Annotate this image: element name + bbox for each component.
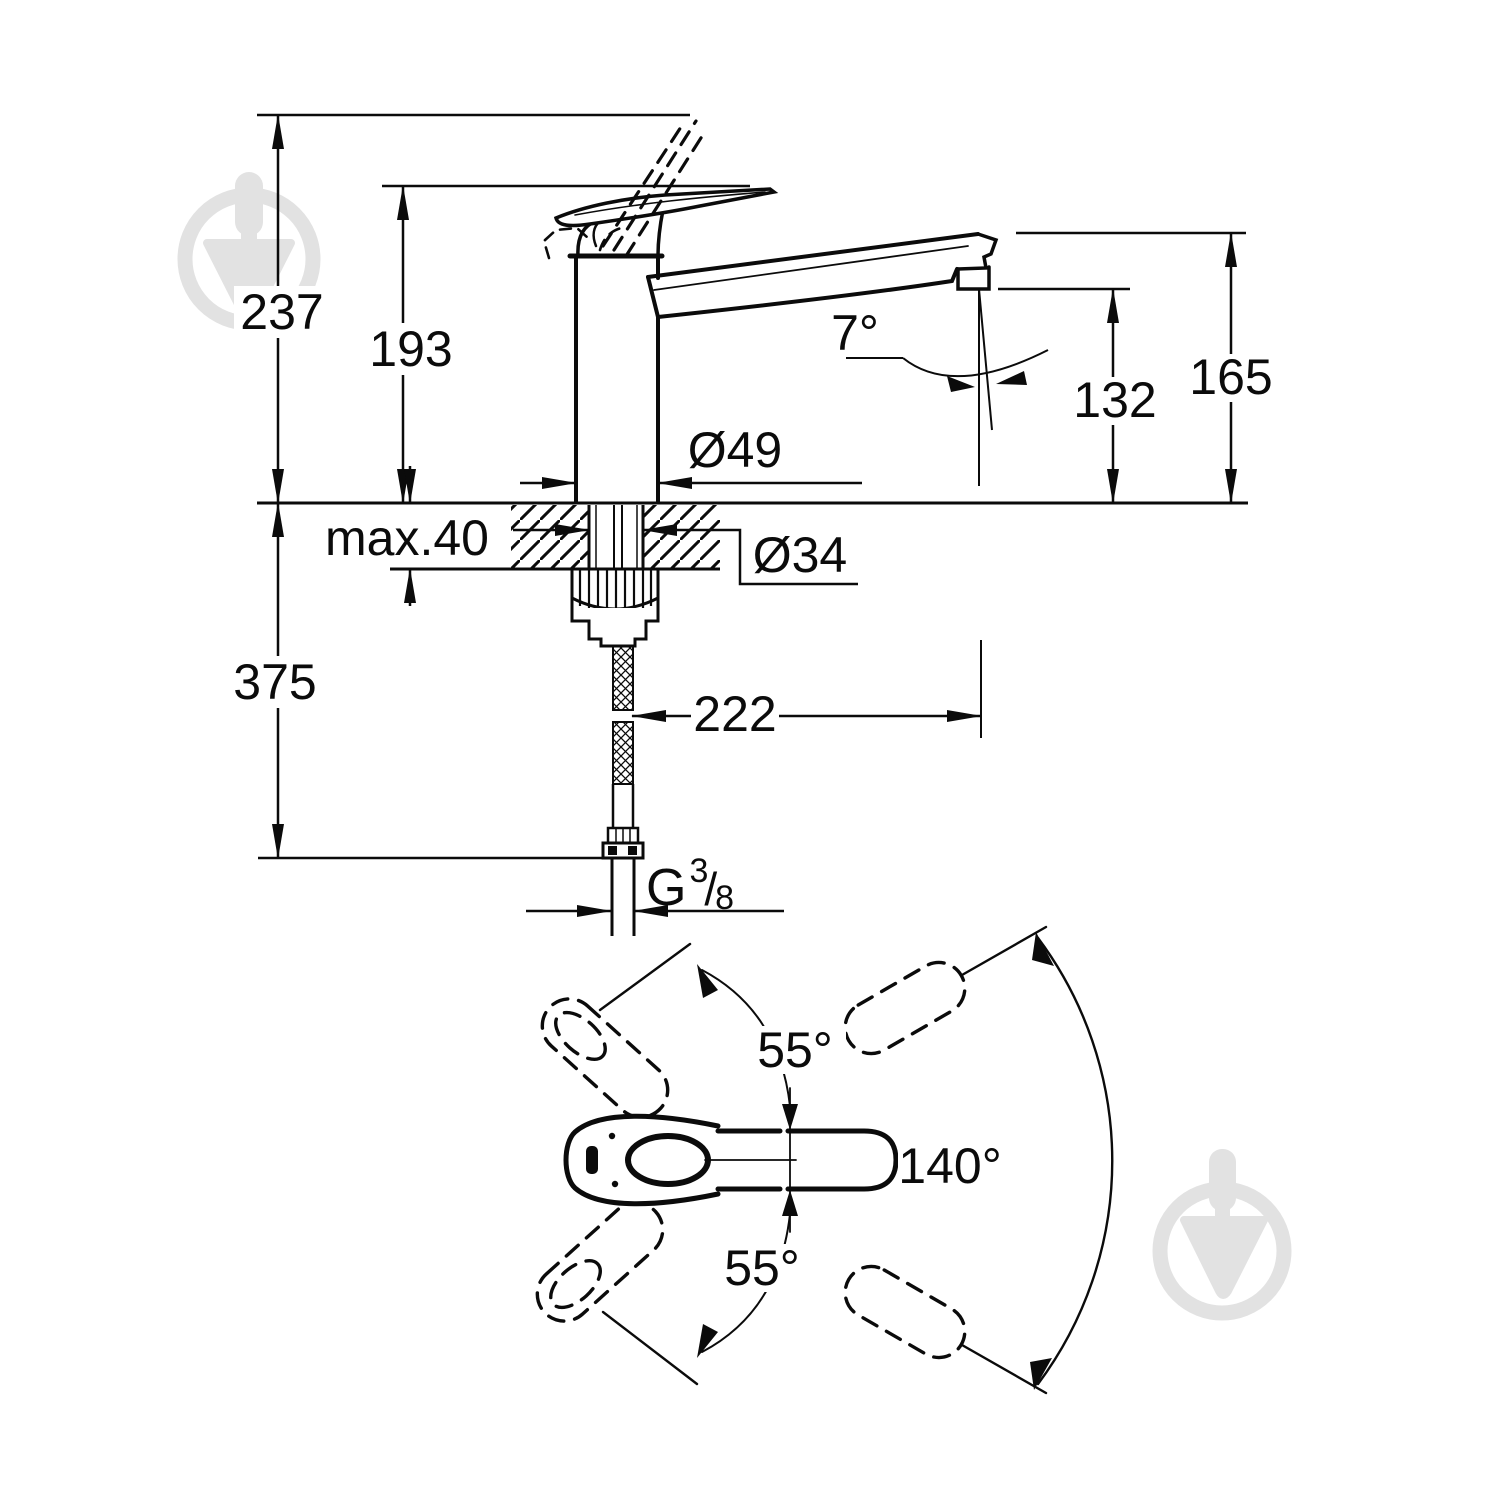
dim-overall-height-label: 237: [240, 284, 323, 340]
faucet-top-view: [535, 925, 1114, 1395]
dim-body-diameter-label: Ø49: [688, 422, 783, 478]
counter-cutaway: [257, 501, 1248, 936]
dim-outlet-height-label: 132: [1073, 372, 1156, 428]
dim-lever-height-label: 193: [369, 321, 452, 377]
dim-deck-thickness-label: max.40: [325, 510, 489, 566]
handle-ghost-upper-left: [540, 997, 670, 1119]
dim-thread-label: G3/8: [646, 852, 734, 917]
dim-hole-diameter-label: Ø34: [753, 527, 848, 583]
dim-spout-reach-label: 222: [693, 686, 776, 742]
lever-raised-ghost: [601, 119, 708, 258]
watermark-bottom-right trowel-badge-icon: [1152, 1149, 1292, 1321]
dim-spout-angle-label: 7°: [831, 305, 879, 361]
dim-hose-drop-label: 375: [233, 654, 316, 710]
angle-upper-swing-label: 55°: [757, 1022, 833, 1078]
spout-ghost-upper-right: [843, 960, 967, 1056]
angle-lower-swing-label: 55°: [724, 1240, 800, 1296]
angle-swivel-total-label: 140°: [898, 1138, 1001, 1194]
spout-ghost-lower-right: [843, 1264, 967, 1360]
dimension-labels: 237 193 375 max.40 Ø49 Ø34 7° 132 165 22…: [227, 284, 1278, 1296]
handle-ghost-lower-left: [535, 1201, 665, 1323]
dim-spout-top-height-label: 165: [1189, 349, 1272, 405]
